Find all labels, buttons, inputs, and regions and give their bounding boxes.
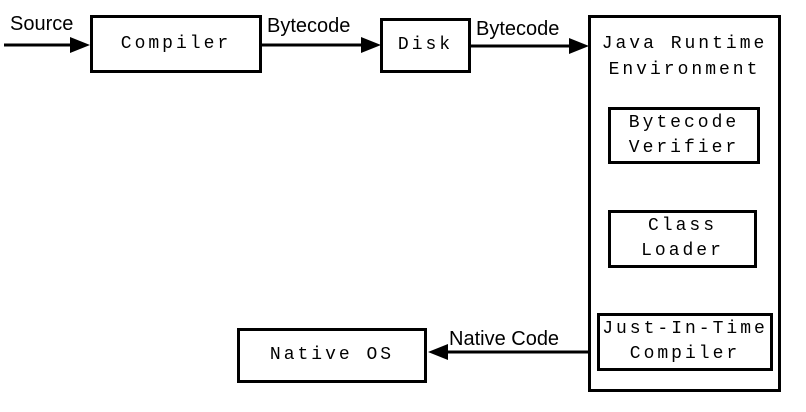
class-loader-line2: Loader <box>641 241 724 261</box>
jre-label-line1: Java Runtime <box>601 34 768 54</box>
native-code-label: Native Code <box>449 328 560 350</box>
arrow-disk-to-jre <box>471 38 589 54</box>
compiler-box: Compiler <box>90 15 262 73</box>
bytecode-label-compiler-disk: Bytecode <box>267 15 351 37</box>
disk-box: Disk <box>380 18 471 73</box>
class-loader-line1: Class <box>647 216 717 236</box>
source-label: Source <box>10 13 74 35</box>
arrow-compiler-to-disk <box>262 37 381 53</box>
jit-compiler-line2: Compiler <box>629 344 741 364</box>
arrow-source-to-compiler <box>4 37 90 53</box>
native-os-box: Native OS <box>237 328 427 383</box>
native-os-label: Native OS <box>269 345 395 365</box>
jre-label-line2: Environment <box>608 60 761 80</box>
bytecode-label-disk-jre: Bytecode <box>476 18 560 40</box>
bytecode-verifier-line2: Verifier <box>628 137 740 158</box>
disk-label: Disk <box>397 35 454 55</box>
bytecode-verifier-box: Bytecode Verifier <box>608 107 760 164</box>
class-loader-box: Class Loader <box>608 210 757 268</box>
compiler-label: Compiler <box>120 33 232 54</box>
jit-compiler-box: Just-In-Time Compiler <box>597 313 773 371</box>
bytecode-verifier-line1: Bytecode <box>628 112 740 133</box>
jit-compiler-line1: Just-In-Time <box>602 319 768 339</box>
